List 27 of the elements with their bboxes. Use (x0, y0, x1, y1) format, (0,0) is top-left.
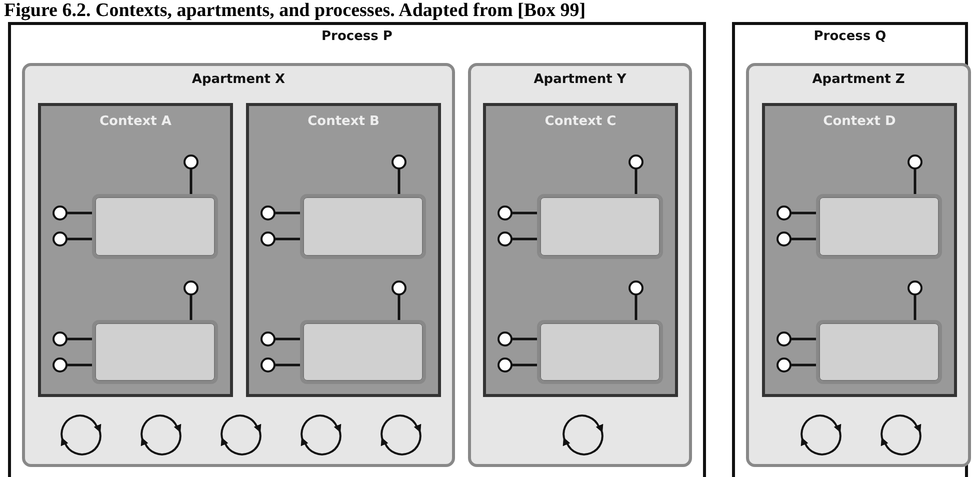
context-box (38, 103, 233, 397)
object-box (816, 194, 942, 259)
object-box (816, 320, 942, 384)
context-title: Context A (98, 114, 172, 129)
context-title: Context B (306, 114, 380, 129)
process-title: Process P (320, 29, 394, 44)
figure-title: Figure 6.2. Contexts, apartments, and processes. Adapted from [Box 99] (4, 0, 586, 22)
object-box (537, 194, 663, 259)
apartment-box (746, 63, 971, 467)
context-title: Context D (822, 114, 897, 129)
context-box (762, 103, 957, 397)
context-box (246, 103, 441, 397)
apartment-box (468, 63, 692, 467)
apartment-title: Apartment X (190, 72, 286, 87)
context-title: Context C (544, 114, 618, 129)
object-box (92, 194, 218, 259)
process-box (732, 22, 968, 477)
process-title: Process Q (812, 29, 888, 44)
object-box (300, 320, 426, 384)
object-box (300, 194, 426, 259)
apartment-title: Apartment Z (811, 72, 906, 87)
apartment-title: Apartment Y (532, 72, 628, 87)
object-box (537, 320, 663, 384)
apartment-box (22, 63, 455, 467)
object-box (92, 320, 218, 384)
process-box (8, 22, 706, 477)
context-box (483, 103, 678, 397)
